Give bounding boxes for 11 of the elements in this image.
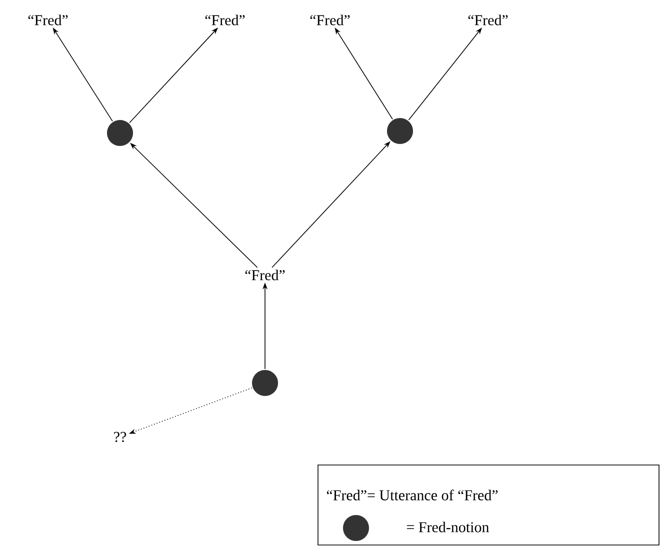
label-text: “Fred” <box>205 14 245 26</box>
label-text: ?? <box>114 432 126 442</box>
label-text: “Fred” <box>468 14 508 26</box>
label-text: “Fred” <box>28 14 68 26</box>
legend-entry: = Fred-notion <box>406 522 490 532</box>
notion-dot <box>387 118 413 144</box>
label-text: “Fred” <box>245 270 285 280</box>
notion-dot <box>107 120 133 146</box>
legend-entry: “Fred”= Utterance of “Fred” <box>326 490 498 500</box>
notion-dot <box>252 370 278 396</box>
label-text: “Fred” <box>310 14 350 26</box>
